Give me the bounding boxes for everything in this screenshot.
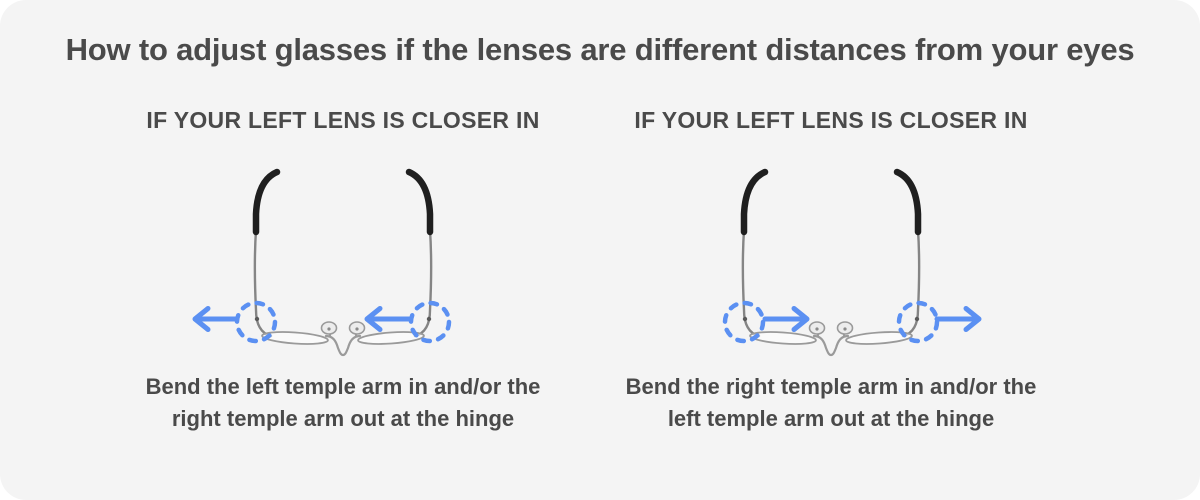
temple-tip-right (405, 169, 434, 236)
panel-left-caption: Bend the left temple arm in and/or the r… (146, 371, 541, 435)
adjustment-arrows (762, 306, 982, 333)
caption-line-2: left temple arm out at the hinge (667, 406, 995, 432)
glasses-top-view-illustration (192, 169, 452, 357)
panel-right-caption: Bend the right temple arm in and/or the … (626, 371, 1037, 435)
hinge-screw-left (742, 317, 748, 322)
arrow-outer-head (963, 306, 982, 333)
arrow-inner-head (364, 306, 383, 333)
lens-left (261, 331, 329, 346)
panel-left: IF YOUR LEFT LENS IS CLOSER IN (113, 104, 573, 435)
panel-right-heading: IF YOUR LEFT LENS IS CLOSER IN (634, 107, 1028, 134)
hinge-screw-right (914, 317, 920, 322)
caption-line-1: Bend the right temple arm in and/or the (625, 374, 1037, 400)
glasses-top-view-illustration (722, 169, 982, 357)
hinge-circle-right (896, 301, 940, 344)
glasses-frame (252, 169, 434, 357)
arrow-inner-head (791, 306, 810, 333)
lens-right (845, 331, 913, 346)
caption-line-1: Bend the left temple arm in and/or the (145, 374, 541, 400)
temple-tip-right (893, 169, 922, 236)
temple-tip-left (740, 169, 769, 236)
hinge-circle-left (722, 301, 766, 344)
glasses-frame (740, 169, 922, 357)
nose-bridge (812, 335, 850, 357)
lens-left (749, 331, 817, 346)
hinge-screw-right (426, 317, 432, 322)
hinge-screw-left (254, 317, 260, 322)
hinge-circle-left (234, 301, 278, 344)
panels-row: IF YOUR LEFT LENS IS CLOSER IN (113, 104, 1061, 435)
caption-line-2: right temple arm out at the hinge (171, 406, 515, 432)
arrow-outer-head (192, 306, 211, 333)
adjustment-overlay (192, 301, 452, 344)
panel-left-heading: IF YOUR LEFT LENS IS CLOSER IN (146, 107, 540, 134)
page-title: How to adjust glasses if the lenses are … (65, 32, 1135, 67)
adjustment-overlay (722, 301, 982, 344)
lens-right (357, 331, 425, 346)
temple-tip-left (252, 169, 281, 236)
adjustment-arrows (192, 306, 412, 333)
panel-right: IF YOUR LEFT LENS IS CLOSER IN (601, 104, 1061, 435)
hinge-circle-right (408, 301, 452, 344)
nose-bridge (324, 335, 362, 357)
